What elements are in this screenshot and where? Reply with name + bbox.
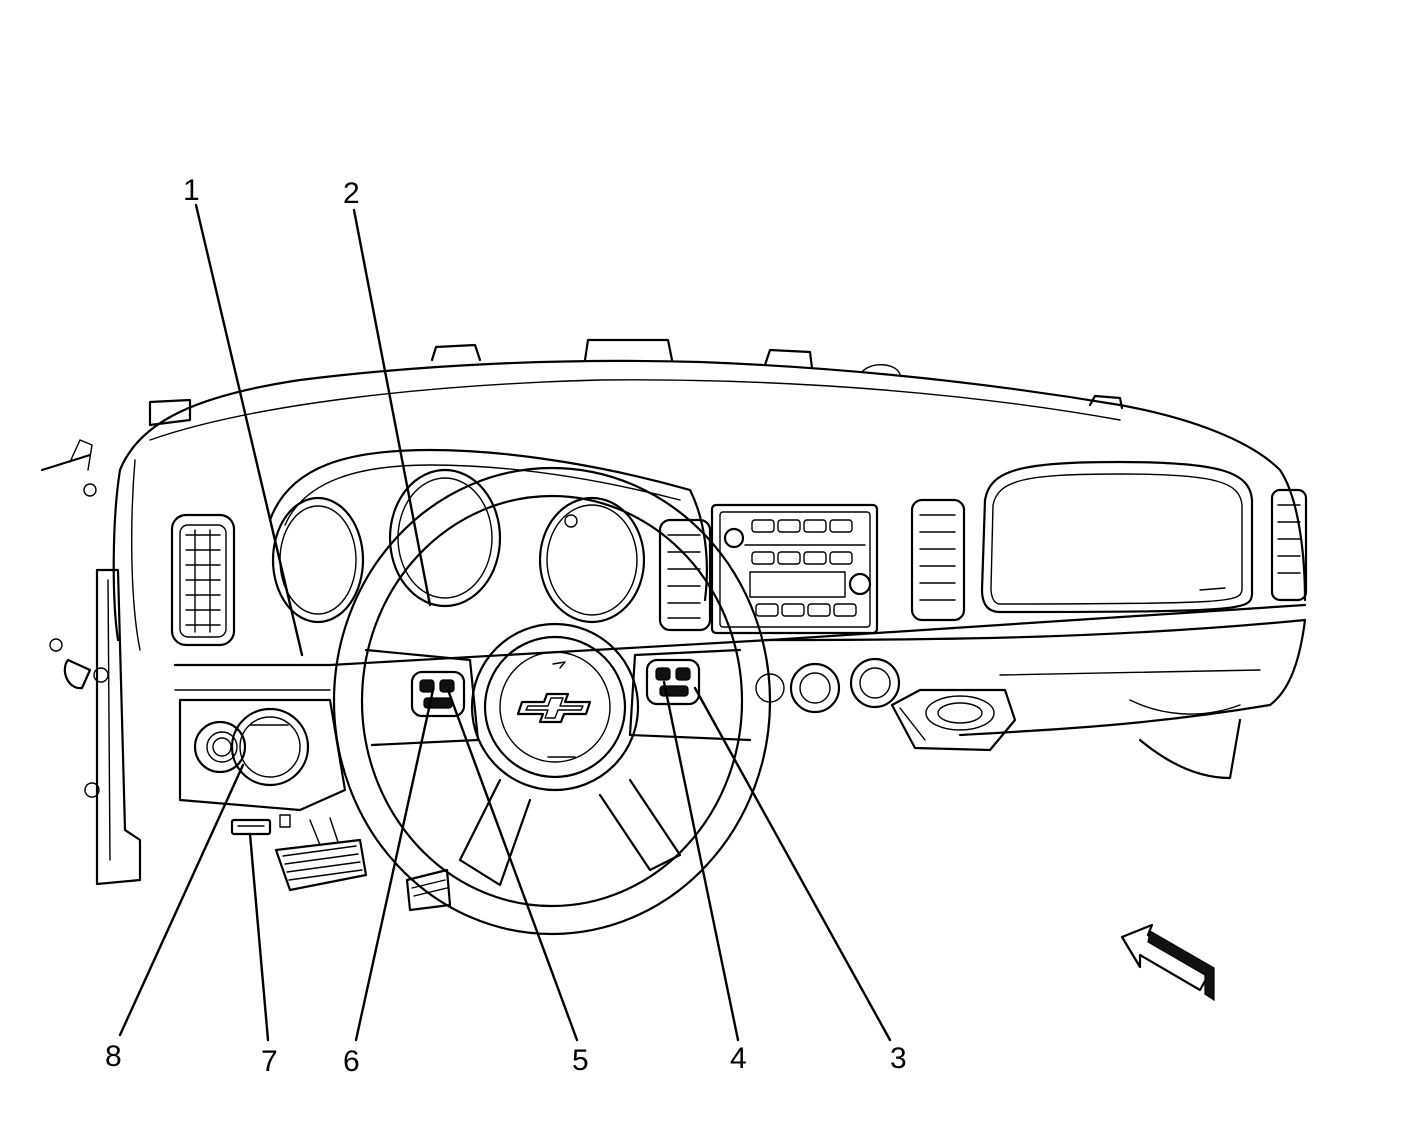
passenger-display-panel	[980, 460, 1254, 614]
callout-3: 3	[890, 1042, 907, 1075]
cup-holder	[890, 688, 1017, 752]
callout-6: 6	[343, 1045, 360, 1078]
left-end-cap	[40, 439, 142, 886]
callout-1: 1	[183, 174, 200, 207]
bowtie-emblem-icon	[516, 692, 592, 724]
callout-leaders	[118, 203, 892, 1042]
front-of-vehicle-arrow-icon	[1120, 923, 1215, 1002]
leader-3	[693, 686, 892, 1042]
leader-6	[354, 688, 435, 1042]
leader-2	[352, 208, 432, 607]
leader-1	[194, 203, 304, 657]
instrument-panel-pad	[112, 338, 1307, 780]
radio-head-unit	[710, 503, 879, 635]
lower-left-panel	[178, 698, 347, 812]
instrument-cluster	[271, 468, 646, 624]
data-link-connector	[230, 814, 291, 836]
callout-7: 7	[261, 1045, 278, 1078]
climate-control-knobs	[755, 657, 901, 714]
steering-wheel	[332, 466, 772, 936]
leader-7	[248, 832, 270, 1042]
callout-8: 8	[105, 1040, 122, 1073]
callout-2: 2	[343, 177, 360, 210]
callout-5: 5	[572, 1044, 589, 1077]
center-air-vents	[658, 488, 1308, 632]
leader-4	[662, 680, 740, 1042]
leader-5	[446, 688, 579, 1042]
leader-8	[118, 763, 245, 1037]
left-outer-air-vent	[170, 513, 236, 647]
callout-labels: 1 2 3 4 5 6 7 8	[105, 174, 907, 1078]
pedals	[274, 817, 452, 912]
callout-4: 4	[730, 1042, 747, 1075]
